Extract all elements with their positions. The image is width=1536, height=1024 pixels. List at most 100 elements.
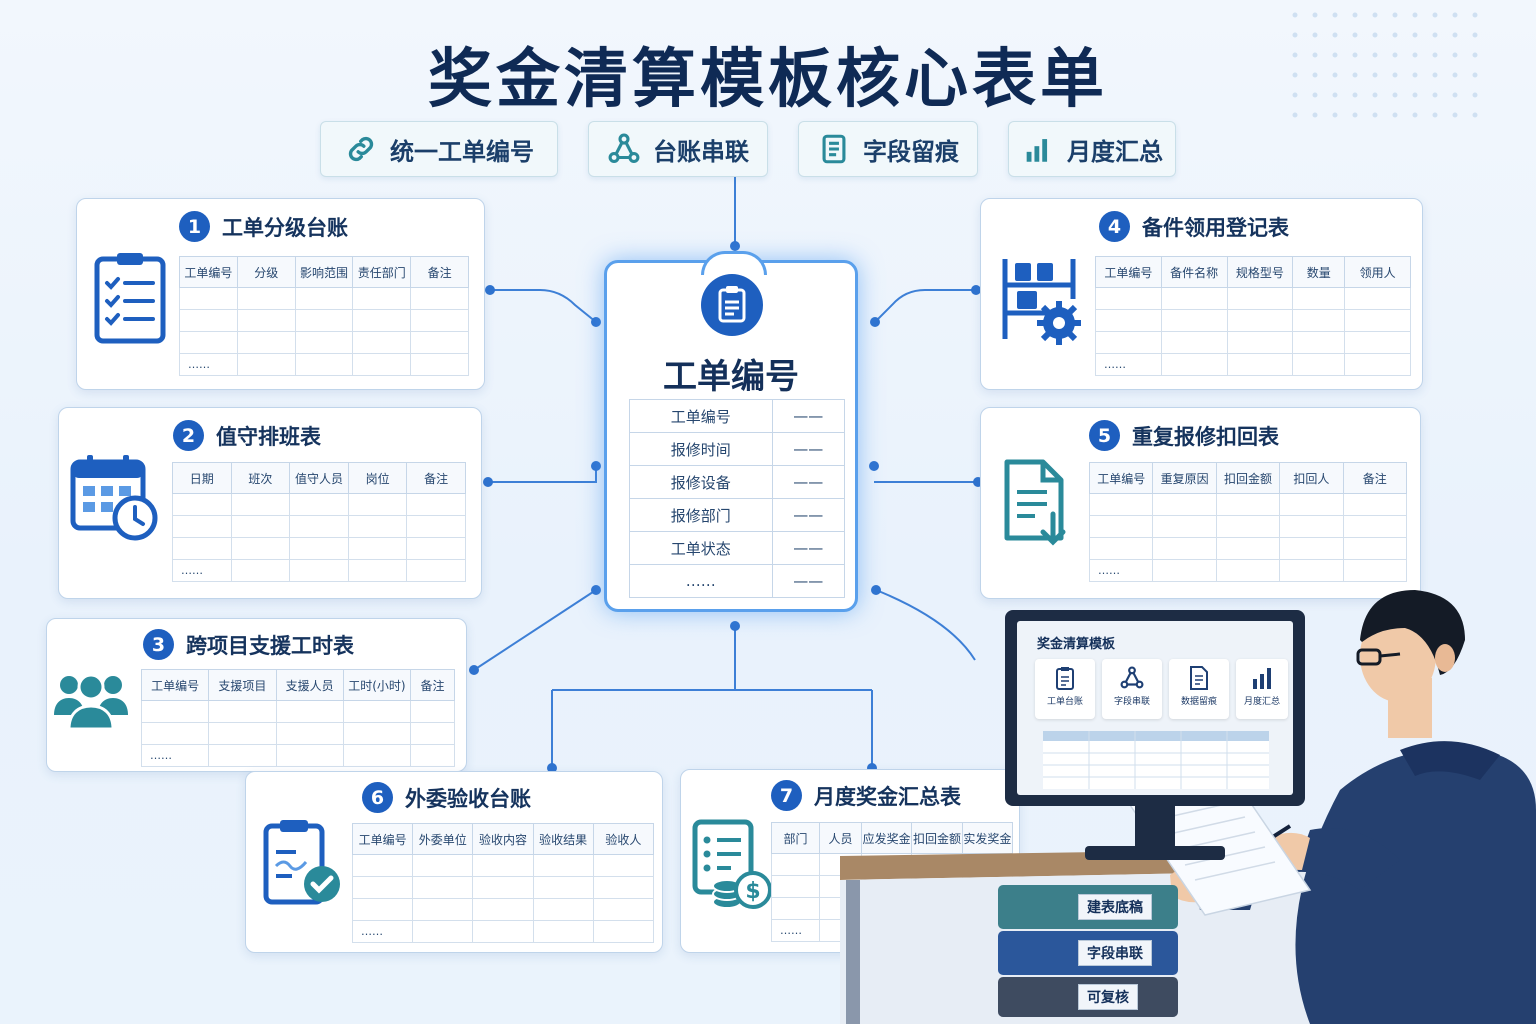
card-title-text: 跨项目支援工时表 [186, 633, 354, 658]
binder-reviewable: 可复核 [998, 977, 1178, 1017]
card-number: 2 [173, 420, 204, 451]
table-row [1095, 287, 1411, 310]
card-duty-schedule: 2 值守排班表 日期班次值守人员岗位备注 …… [58, 407, 482, 599]
table-header-row: 工单编号分级影响范围责任部门备注 [179, 256, 469, 288]
table-header-row: 工单编号备件名称规格型号数量领用人 [1095, 256, 1411, 288]
screen-item-label: 字段串联 [1113, 697, 1150, 707]
column-header: 责任部门 [352, 256, 412, 288]
card-title-text: 外委验收台账 [405, 786, 531, 811]
card-number: 5 [1089, 420, 1120, 451]
column-header: 验收人 [592, 823, 655, 855]
table-row: 工单状态—— [629, 531, 846, 565]
table-row [1088, 515, 1408, 538]
card-title-text: 备件领用登记表 [1142, 215, 1289, 240]
card-number: 1 [179, 211, 210, 242]
field-value: —— [771, 498, 846, 532]
pill-unified-id: 统一工单编号 [320, 121, 558, 177]
field-name: 工单状态 [629, 531, 773, 565]
table-row [179, 331, 469, 354]
binder-draft: 建表底稿 [998, 885, 1178, 929]
checklist-clipboard-icon [94, 253, 166, 344]
card-number: 6 [362, 782, 393, 813]
card-title-text: 值守排班表 [216, 424, 321, 449]
document-download-icon [1004, 459, 1066, 546]
column-header: 工单编号 [351, 823, 414, 855]
svg-text:$: $ [745, 879, 760, 904]
table-row [172, 537, 466, 560]
page-title: 奖金清算模板核心表单 [428, 43, 1108, 117]
document-icon [822, 134, 846, 164]
card-title: 5 重复报修扣回表 [1089, 420, 1279, 451]
field-value: —— [771, 465, 846, 499]
card-table: 工单编号分级影响范围责任部门备注 …… [179, 256, 469, 376]
field-value: —— [771, 399, 846, 433]
monitor-stand [1135, 806, 1175, 846]
table-row [179, 309, 469, 332]
card-table: 工单编号支援项目支援人员工时(小时)备注 …… [140, 669, 455, 767]
warehouse-gear-icon [1002, 259, 1081, 345]
column-header: 工单编号 [179, 256, 238, 288]
field-value: —— [771, 432, 846, 466]
document-icon [1190, 666, 1208, 690]
column-header: 工单编号 [140, 669, 210, 701]
column-header: 工单编号 [1088, 462, 1154, 494]
column-header: 备注 [410, 256, 469, 288]
ledger-coins-icon: $ [692, 819, 772, 909]
pill-label: 月度汇总 [1067, 137, 1163, 166]
pill-label: 字段留痕 [863, 137, 959, 166]
table-row [351, 854, 655, 877]
card-title: 6 外委验收台账 [362, 782, 531, 813]
column-header: 验收内容 [472, 823, 534, 855]
card-table: 工单编号外委单位验收内容验收结果验收人 …… [351, 823, 655, 943]
card-title-text: 重复报修扣回表 [1132, 424, 1279, 449]
network-icon [1120, 666, 1144, 689]
pill-monthly-summary: 月度汇总 [1008, 121, 1176, 177]
column-header: 领用人 [1344, 256, 1411, 288]
card-title-text: 月度奖金汇总表 [814, 784, 961, 809]
clipboard-check-icon [263, 820, 340, 905]
column-header: 重复原因 [1152, 462, 1217, 494]
pill-label: 统一工单编号 [390, 137, 534, 166]
column-header: 备注 [410, 669, 455, 701]
field-name: 工单编号 [629, 399, 773, 433]
center-field-table: 工单编号—— 报修时间—— 报修设备—— 报修部门—— 工单状态—— ……—— [629, 399, 846, 598]
table-row: ……—— [629, 564, 846, 598]
more-rows: …… [172, 559, 232, 582]
column-header: 扣回金额 [911, 822, 963, 854]
table-row [179, 287, 469, 310]
column-header: 部门 [771, 822, 820, 854]
table-row [172, 493, 466, 516]
column-header: 备注 [406, 462, 466, 494]
field-name: 报修设备 [629, 465, 773, 499]
column-header: 应发奖金 [860, 822, 913, 854]
field-value: —— [771, 531, 846, 565]
table-row [1088, 493, 1408, 516]
bar-chart-icon [1026, 139, 1048, 162]
card-table: 工单编号备件名称规格型号数量领用人 …… [1095, 256, 1411, 376]
monitor: 奖金清算模板 工单台账 字段串联 数据留痕 月度汇总 [1005, 610, 1305, 806]
people-group-icon [54, 673, 128, 731]
column-header: 扣回金额 [1215, 462, 1281, 494]
field-name: 报修部门 [629, 498, 773, 532]
column-header: 工时(小时) [342, 669, 412, 701]
clipboard-icon [701, 274, 763, 336]
column-header: 备注 [1342, 462, 1408, 494]
column-header: 影响范围 [294, 256, 354, 288]
screen-item-field-link: 字段串联 [1102, 659, 1162, 719]
binder-label: 可复核 [1078, 984, 1138, 1010]
table-header-row: 工单编号外委单位验收内容验收结果验收人 [351, 823, 655, 855]
center-title: 工单编号 [663, 357, 799, 397]
field-value: —— [771, 564, 846, 598]
table-header-row: 日期班次值守人员岗位备注 [172, 462, 466, 494]
screen-item-work-order-ledger: 工单台账 [1035, 659, 1095, 719]
screen-title: 奖金清算模板 [1037, 637, 1116, 652]
screen-item-monthly-summary: 月度汇总 [1236, 659, 1288, 719]
table-row: 报修时间—— [629, 432, 846, 466]
binder-label: 建表底稿 [1078, 894, 1152, 920]
column-header: 规格型号 [1226, 256, 1294, 288]
